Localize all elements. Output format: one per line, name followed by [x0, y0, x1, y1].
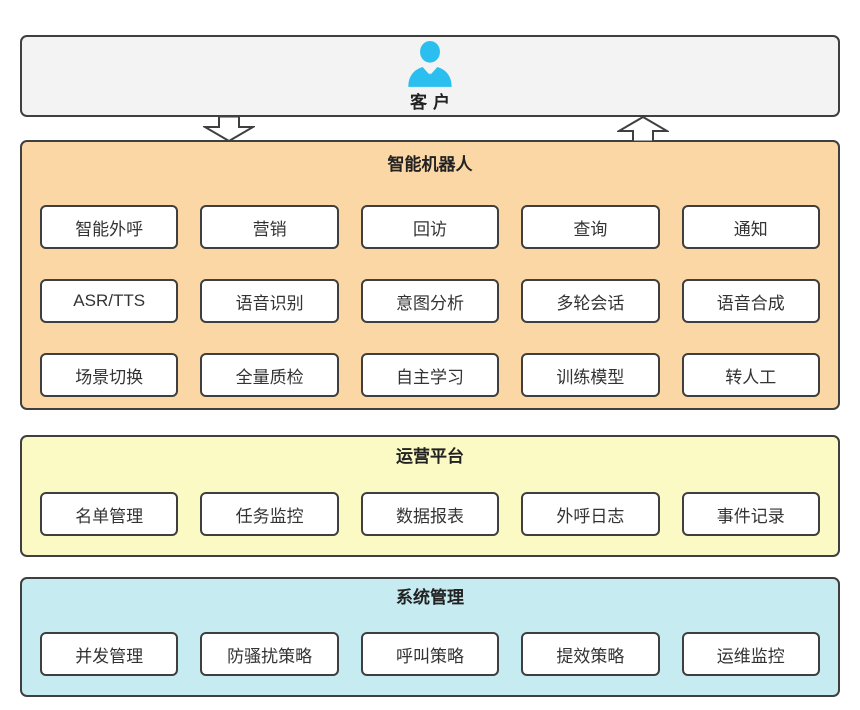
- section-robot-title: 智能机器人: [387, 155, 473, 174]
- node-concurrency-management: 并发管理: [40, 632, 179, 676]
- node-anti-harassment-policy: 防骚扰策略: [200, 632, 339, 676]
- node-speech-recognition: 语音识别: [200, 279, 339, 323]
- section-system-title: 系统管理: [396, 588, 464, 607]
- section-robot-rows: 智能外呼 营销 回访 查询 通知 ASR/TTS 语音识别 意图分析 多轮会话 …: [22, 205, 838, 397]
- node-follow-up: 回访: [360, 205, 500, 249]
- down-arrow-icon: [203, 116, 255, 142]
- section-system: 系统管理 并发管理 防骚扰策略 呼叫策略 提效策略 运维监控: [20, 577, 840, 697]
- up-arrow-icon: [617, 116, 669, 142]
- node-efficiency-policy: 提效策略: [521, 632, 660, 676]
- node-ops-monitor: 运维监控: [681, 632, 820, 676]
- node-event-record: 事件记录: [681, 492, 820, 536]
- section-robot: 智能机器人 智能外呼 营销 回访 查询 通知 ASR/TTS 语音识别 意图分析…: [20, 140, 840, 410]
- system-row-1: 并发管理 防骚扰策略 呼叫策略 提效策略 运维监控: [40, 632, 820, 676]
- node-smart-outbound: 智能外呼: [40, 205, 179, 249]
- node-notification: 通知: [681, 205, 820, 249]
- section-ops-rows: 名单管理 任务监控 数据报表 外呼日志 事件记录: [22, 492, 838, 536]
- node-multi-turn-dialog: 多轮会话: [521, 279, 660, 323]
- node-asr-tts: ASR/TTS: [40, 279, 179, 323]
- node-call-log: 外呼日志: [521, 492, 660, 536]
- robot-row-2: ASR/TTS 语音识别 意图分析 多轮会话 语音合成: [40, 279, 820, 323]
- node-query: 查询: [521, 205, 660, 249]
- ops-row-1: 名单管理 任务监控 数据报表 外呼日志 事件记录: [40, 492, 820, 536]
- robot-row-1: 智能外呼 营销 回访 查询 通知: [40, 205, 820, 249]
- node-marketing: 营销: [200, 205, 339, 249]
- section-system-rows: 并发管理 防骚扰策略 呼叫策略 提效策略 运维监控: [22, 632, 838, 676]
- customer-label: 客户: [410, 92, 456, 112]
- node-self-learning: 自主学习: [360, 353, 500, 397]
- robot-row-3: 场景切换 全量质检 自主学习 训练模型 转人工: [40, 353, 820, 397]
- person-icon: [408, 40, 452, 87]
- section-ops-title: 运营平台: [396, 447, 464, 466]
- node-call-policy: 呼叫策略: [360, 632, 500, 676]
- node-full-quality-check: 全量质检: [200, 353, 339, 397]
- customer-box: 客户: [20, 35, 840, 117]
- section-ops: 运营平台 名单管理 任务监控 数据报表 外呼日志 事件记录: [20, 435, 840, 557]
- node-intent-analysis: 意图分析: [360, 279, 500, 323]
- node-scene-switch: 场景切换: [40, 353, 179, 397]
- node-task-monitor: 任务监控: [200, 492, 339, 536]
- node-human-transfer: 转人工: [681, 353, 820, 397]
- node-speech-synthesis: 语音合成: [681, 279, 820, 323]
- node-list-management: 名单管理: [40, 492, 179, 536]
- node-model-training: 训练模型: [521, 353, 660, 397]
- node-data-report: 数据报表: [360, 492, 500, 536]
